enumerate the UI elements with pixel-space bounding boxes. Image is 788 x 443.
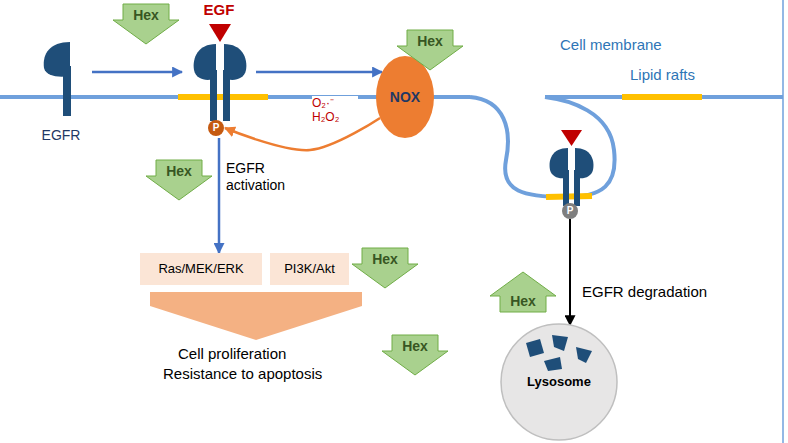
egfr-receptor: EGFR [30,36,92,146]
hex-inhibition-arrow: Hex [113,4,179,44]
lipid-raft [622,94,702,100]
egf-ligand [561,130,582,146]
frame-line [782,0,784,443]
phosphate-circle: P [208,120,224,136]
hex-inhibition-arrow: Hex [397,30,463,70]
hex-arrow-shape [146,160,212,200]
edge-label: EGFR degradation [582,283,752,301]
egf-ligand [209,24,231,42]
hex-inhibition-arrow: Hex [146,160,212,200]
nox-shape [376,56,434,138]
diagram-label: Cell membrane [560,36,662,54]
node-text: EGF [204,1,235,19]
diagram-label: Cell proliferation [178,345,286,363]
receptor-stalk [223,70,230,121]
lysosome-circle: Lysosome [500,323,618,441]
diagram-label: Resistance to apoptosis [163,365,322,383]
box-fill [140,253,262,285]
node-text: EGFR [42,127,81,144]
diagram-label: Lipid rafts [630,66,695,84]
hex-arrow-shape [113,4,179,44]
egfr-stalk [574,170,580,206]
connector-arrow [218,138,221,253]
cell-membrane [545,95,783,99]
hex-arrow-shape [352,248,418,288]
node-text: Hex [133,7,159,23]
connector-arrow [569,219,571,325]
receptor-fragment [526,339,544,357]
connector-arrow [256,71,382,74]
box-fill [270,253,349,285]
node-text: Hex [166,163,192,179]
phosphate-circle: P [562,203,578,219]
node-text: P [567,203,574,219]
node-text: Hex [402,338,428,354]
pathway-box: Ras/MEK/ERK [140,253,262,285]
hex-arrow-shape [397,30,463,70]
phosphate-disc [562,203,578,219]
edge-label: O₂·⁻ H₂O₂ [312,96,358,124]
node-text: Hex [372,251,398,267]
node-text: P [213,120,220,136]
node-text: NOX [390,89,420,106]
hex-arrow-shape [382,335,448,375]
signal-block-arrow [150,292,362,340]
node-text: Hex [417,33,443,49]
hex-inhibition-arrow: Hex [382,335,448,375]
receptor-fragment [552,335,568,351]
egfr-dimer: EGF P [182,0,256,138]
egfr-stalk [563,170,569,206]
pathway-box: PI3K/Akt [270,253,349,285]
phosphate-disc [208,120,224,136]
endocytic-pit [470,97,615,197]
lysosome-shape [501,324,617,440]
receptor-stalk [63,66,71,116]
node-text: Ras/MEK/ERK [158,261,243,277]
node-text: PI3K/Akt [284,261,335,277]
hex-inhibition-arrow: Hex [352,248,418,288]
receptor-fragment [576,347,592,363]
receptor-fragment [544,357,562,371]
node-outline [182,0,256,138]
node-text: Hex [510,293,536,309]
node-text: Lysosome [527,374,591,390]
connector-arrow [92,71,182,74]
receptor-stalk [210,70,217,121]
hex-arrow-shape [490,272,556,312]
edge-label: EGFR activation [226,160,306,194]
hex-promotion-arrow: Hex [490,272,556,312]
